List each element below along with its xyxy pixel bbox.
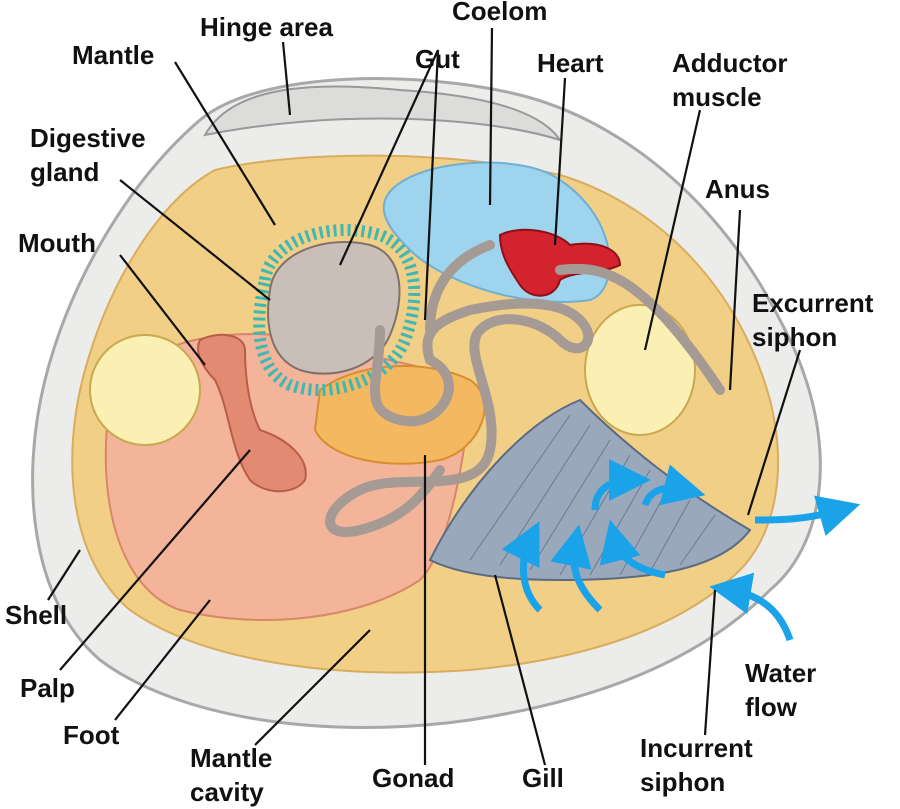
- label-incurrent-line1: Incurrent: [640, 733, 753, 763]
- water-flow-arrows: [501, 459, 861, 642]
- stomach: [267, 241, 401, 375]
- posterior-adductor-muscle: [584, 304, 696, 436]
- label-gonad: Gonad: [372, 763, 454, 793]
- label-mantle-cavity-line2: cavity: [190, 777, 264, 807]
- label-water-flow-line2: flow: [745, 692, 798, 722]
- label-incurrent-line2: siphon: [640, 767, 725, 797]
- label-excurrent-line1: Excurrent: [752, 288, 874, 318]
- label-heart: Heart: [537, 48, 604, 78]
- label-anus: Anus: [705, 174, 770, 204]
- label-digestive-line2: gland: [30, 157, 99, 187]
- label-adductor-line1: Adductor: [672, 48, 788, 78]
- hinge: [203, 85, 563, 142]
- digestive-gland: [253, 224, 421, 396]
- label-digestive-line1: Digestive: [30, 123, 146, 153]
- label-adductor-line2: muscle: [672, 82, 762, 112]
- label-gut: Gut: [415, 44, 460, 74]
- gut: [325, 240, 725, 537]
- label-mantle-cavity-line1: Mantle: [190, 743, 272, 773]
- label-palp: Palp: [20, 673, 75, 703]
- label-mouth: Mouth: [18, 228, 96, 258]
- label-hinge-area: Hinge area: [200, 12, 333, 42]
- label-foot: Foot: [63, 720, 120, 750]
- palp: [197, 333, 307, 493]
- label-shell: Shell: [5, 600, 67, 630]
- label-water-flow-line1: Water: [745, 658, 816, 688]
- label-mantle: Mantle: [72, 40, 154, 70]
- label-excurrent-line2: siphon: [752, 322, 837, 352]
- label-coelom: Coelom: [452, 0, 547, 26]
- anterior-adductor-muscle: [89, 334, 201, 446]
- label-gill: Gill: [522, 763, 564, 793]
- leader-lines: [47, 27, 802, 766]
